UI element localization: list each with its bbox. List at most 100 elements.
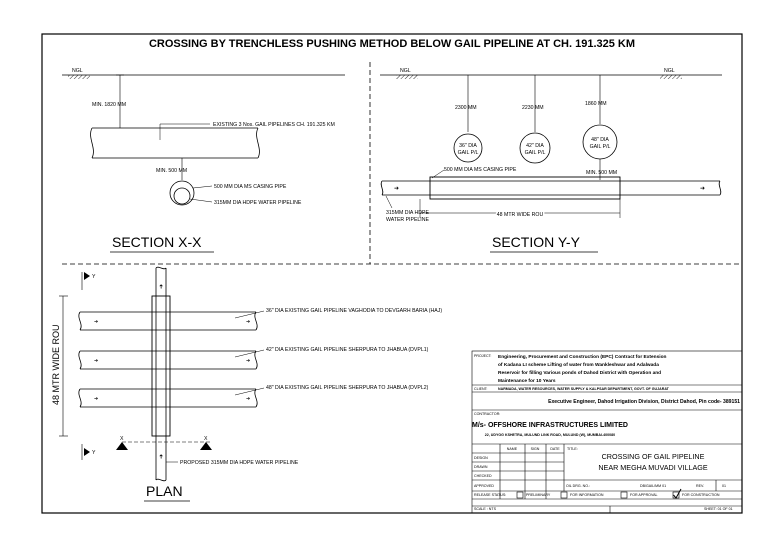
engineer-line: Executive Engineer, Dahod Irrigation Div…: [548, 399, 740, 405]
svg-text:OIL DRG. NO.:: OIL DRG. NO.:: [566, 484, 590, 488]
project-line-4: Maintenance for 10 Years: [498, 378, 556, 384]
casing-label: 500 MM DIA MS CASING PIPE: [444, 167, 517, 173]
svg-text:➜: ➜: [94, 396, 98, 402]
drawing-number: DB/GAIL/MM 01: [640, 484, 666, 488]
plan-heading: PLAN: [146, 483, 183, 499]
svg-text:DRAWN: DRAWN: [474, 465, 488, 469]
plan-pipeline-42: ➜ ➜: [78, 350, 258, 370]
svg-text:RELEASE STATUS:: RELEASE STATUS:: [474, 493, 506, 497]
svg-text:PROJECT:: PROJECT:: [474, 354, 492, 358]
gail-pipe-48-label2: GAIL P/L: [590, 144, 611, 150]
x-label-left: X: [120, 436, 124, 442]
svg-text:PRELIMINARY: PRELIMINARY: [526, 493, 551, 497]
ngl-hatch-right: [660, 75, 682, 79]
hdpe-pipe: [173, 187, 191, 205]
flow-arrow-left: ➜: [394, 186, 399, 192]
svg-text:FOR APPROVAL: FOR APPROVAL: [630, 493, 658, 497]
hdpe-water-pipeline: [382, 180, 720, 196]
svg-text:DESIGN: DESIGN: [474, 456, 488, 460]
section-xx: NGL MIN. 1820 MM EXISTING 3 Nos. GAIL PI…: [62, 68, 345, 253]
plan-view: 48 MTR WIDE ROU Y Y ➜ ➜ ➜ ➜ ➜ ➜: [51, 266, 442, 502]
plan-pipeline-36: ➜ ➜: [78, 311, 258, 331]
sheet-number: SHEET: 01 OF 01: [704, 507, 733, 511]
proposed-water-pipeline: [155, 268, 167, 480]
clearance-label: MIN. 500 MM: [586, 170, 617, 176]
plan-pipeline-48: ➜ ➜: [78, 388, 258, 408]
ngl-label: NGL: [72, 68, 83, 74]
existing-gail-pipeline: [92, 127, 258, 159]
svg-text:FOR CONSTRUCTION: FOR CONSTRUCTION: [682, 493, 720, 497]
clearance-label: MIN. 500 MM: [156, 168, 187, 174]
contractor-name: M/s- OFFSHORE INFRASTRUCTURES LIMITED: [472, 422, 628, 429]
svg-text:➜: ➜: [159, 454, 165, 459]
gail-pipe-36: [453, 133, 483, 163]
proposed-label: PROPOSED 315MM DIA HDPE WATER PIPELINE: [180, 460, 299, 466]
svg-text:➜: ➜: [159, 284, 165, 289]
ngl-left-label: NGL: [400, 68, 411, 74]
y-marker-top: Y: [92, 274, 96, 280]
svg-text:➜: ➜: [94, 358, 98, 364]
svg-text:FOR INFORMATION: FOR INFORMATION: [570, 493, 604, 497]
depth-label-2: 2230 MM: [522, 105, 544, 111]
title-block: [471, 350, 743, 514]
casing-label: 500 MM DIA MS CASING PIPE: [214, 184, 287, 190]
check-icon: [673, 488, 682, 499]
drawing-title: CROSSING BY TRENCHLESS PUSHING METHOD BE…: [149, 38, 635, 50]
depth-label-3: 1860 MM: [585, 101, 607, 107]
water-pipe-label-1: 315MM DIA HDPE: [386, 210, 429, 216]
gail-pipe-48-label: 48" DIA: [591, 137, 609, 143]
svg-text:APPROVED: APPROVED: [474, 484, 494, 488]
project-line-2: of Kadana LI scheme Lifting of water fro…: [498, 362, 659, 368]
casing-pipe: [169, 180, 195, 206]
project-line-3: Reservoir for filling Various ponds of D…: [498, 370, 661, 376]
sheet-border: [41, 33, 743, 514]
ngl-hatch: [68, 75, 90, 79]
contractor-address: 22, UDYOG KSHETRA, MULUND LINK ROAD, MUL…: [485, 433, 615, 437]
flow-arrow-right: ➜: [700, 186, 705, 192]
gail-pipe-36-label2: GAIL P/L: [458, 150, 479, 156]
gail-pipe-36-label: 36" DIA: [459, 143, 477, 149]
plan-pipeline-label-36: 36" DIA EXISTING GAIL PIPELINE VAGHODIA …: [266, 308, 442, 314]
existing-note: EXISTING 3 Nos. GAIL PIPELINES CH. 191.3…: [213, 122, 335, 128]
gail-pipe-42: [519, 132, 551, 164]
depth-label-1: 2300 MM: [455, 105, 477, 111]
svg-text:CHECKED: CHECKED: [474, 474, 492, 478]
title-block-text: PROJECT: Engineering, Procurement and Co…: [472, 354, 740, 511]
casing-pipe: [429, 176, 621, 200]
ngl-right-label: NGL: [664, 68, 675, 74]
rou-label: 48 MTR WIDE ROU: [497, 212, 544, 218]
svg-text:CLIENT:: CLIENT:: [474, 387, 488, 391]
revision: 01: [722, 484, 726, 488]
gail-pipe-42-label2: GAIL P/L: [525, 150, 546, 156]
ngl-hatch-left: [396, 75, 418, 79]
section-yy-heading: SECTION Y-Y: [492, 234, 581, 250]
x-marker-right: [200, 442, 212, 450]
svg-text:NAME: NAME: [507, 447, 518, 451]
gail-pipe-42-label: 42" DIA: [526, 143, 544, 149]
drawing-title-line-2: NEAR MEGHA MUVADI VILLAGE: [598, 463, 708, 472]
svg-text:CONTRACTOR:: CONTRACTOR:: [474, 412, 500, 416]
svg-text:SIGN: SIGN: [531, 447, 540, 451]
svg-text:DATE: DATE: [550, 447, 560, 451]
plan-rou-label: 48 MTR WIDE ROU: [51, 324, 61, 405]
water-pipe-label-2: WATER PIPELINE: [386, 217, 429, 223]
svg-text:➜: ➜: [94, 319, 98, 325]
svg-text:TITLE:: TITLE:: [567, 447, 578, 451]
section-xx-heading: SECTION X-X: [112, 234, 202, 250]
project-line-1: Engineering, Procurement and Constructio…: [498, 354, 667, 360]
x-label-right: X: [204, 436, 208, 442]
x-marker-left: [116, 442, 128, 450]
svg-text:REV.: REV.: [696, 484, 704, 488]
section-yy: NGL NGL 2300 MM 2230 MM 1860 MM 36" DIA …: [380, 68, 722, 253]
svg-text:➜: ➜: [246, 396, 250, 402]
plan-pipeline-label-42: 42" DIA EXISTING GAIL PIPELINE SHERPURA …: [266, 347, 429, 353]
scale: SCALE : NTS: [474, 507, 497, 511]
water-pipe-label: 315MM DIA HDPE WATER PIPELINE: [214, 200, 302, 206]
svg-text:➜: ➜: [246, 319, 250, 325]
y-marker-bottom: Y: [92, 450, 96, 456]
depth-label: MIN. 1820 MM: [92, 102, 126, 108]
plan-casing: [151, 295, 171, 437]
drawing-title-line-1: CROSSING OF GAIL PIPELINE: [602, 452, 705, 461]
client-name: NARMADA, WATER RESOURCES, WATER SUPPLY &…: [498, 387, 670, 391]
